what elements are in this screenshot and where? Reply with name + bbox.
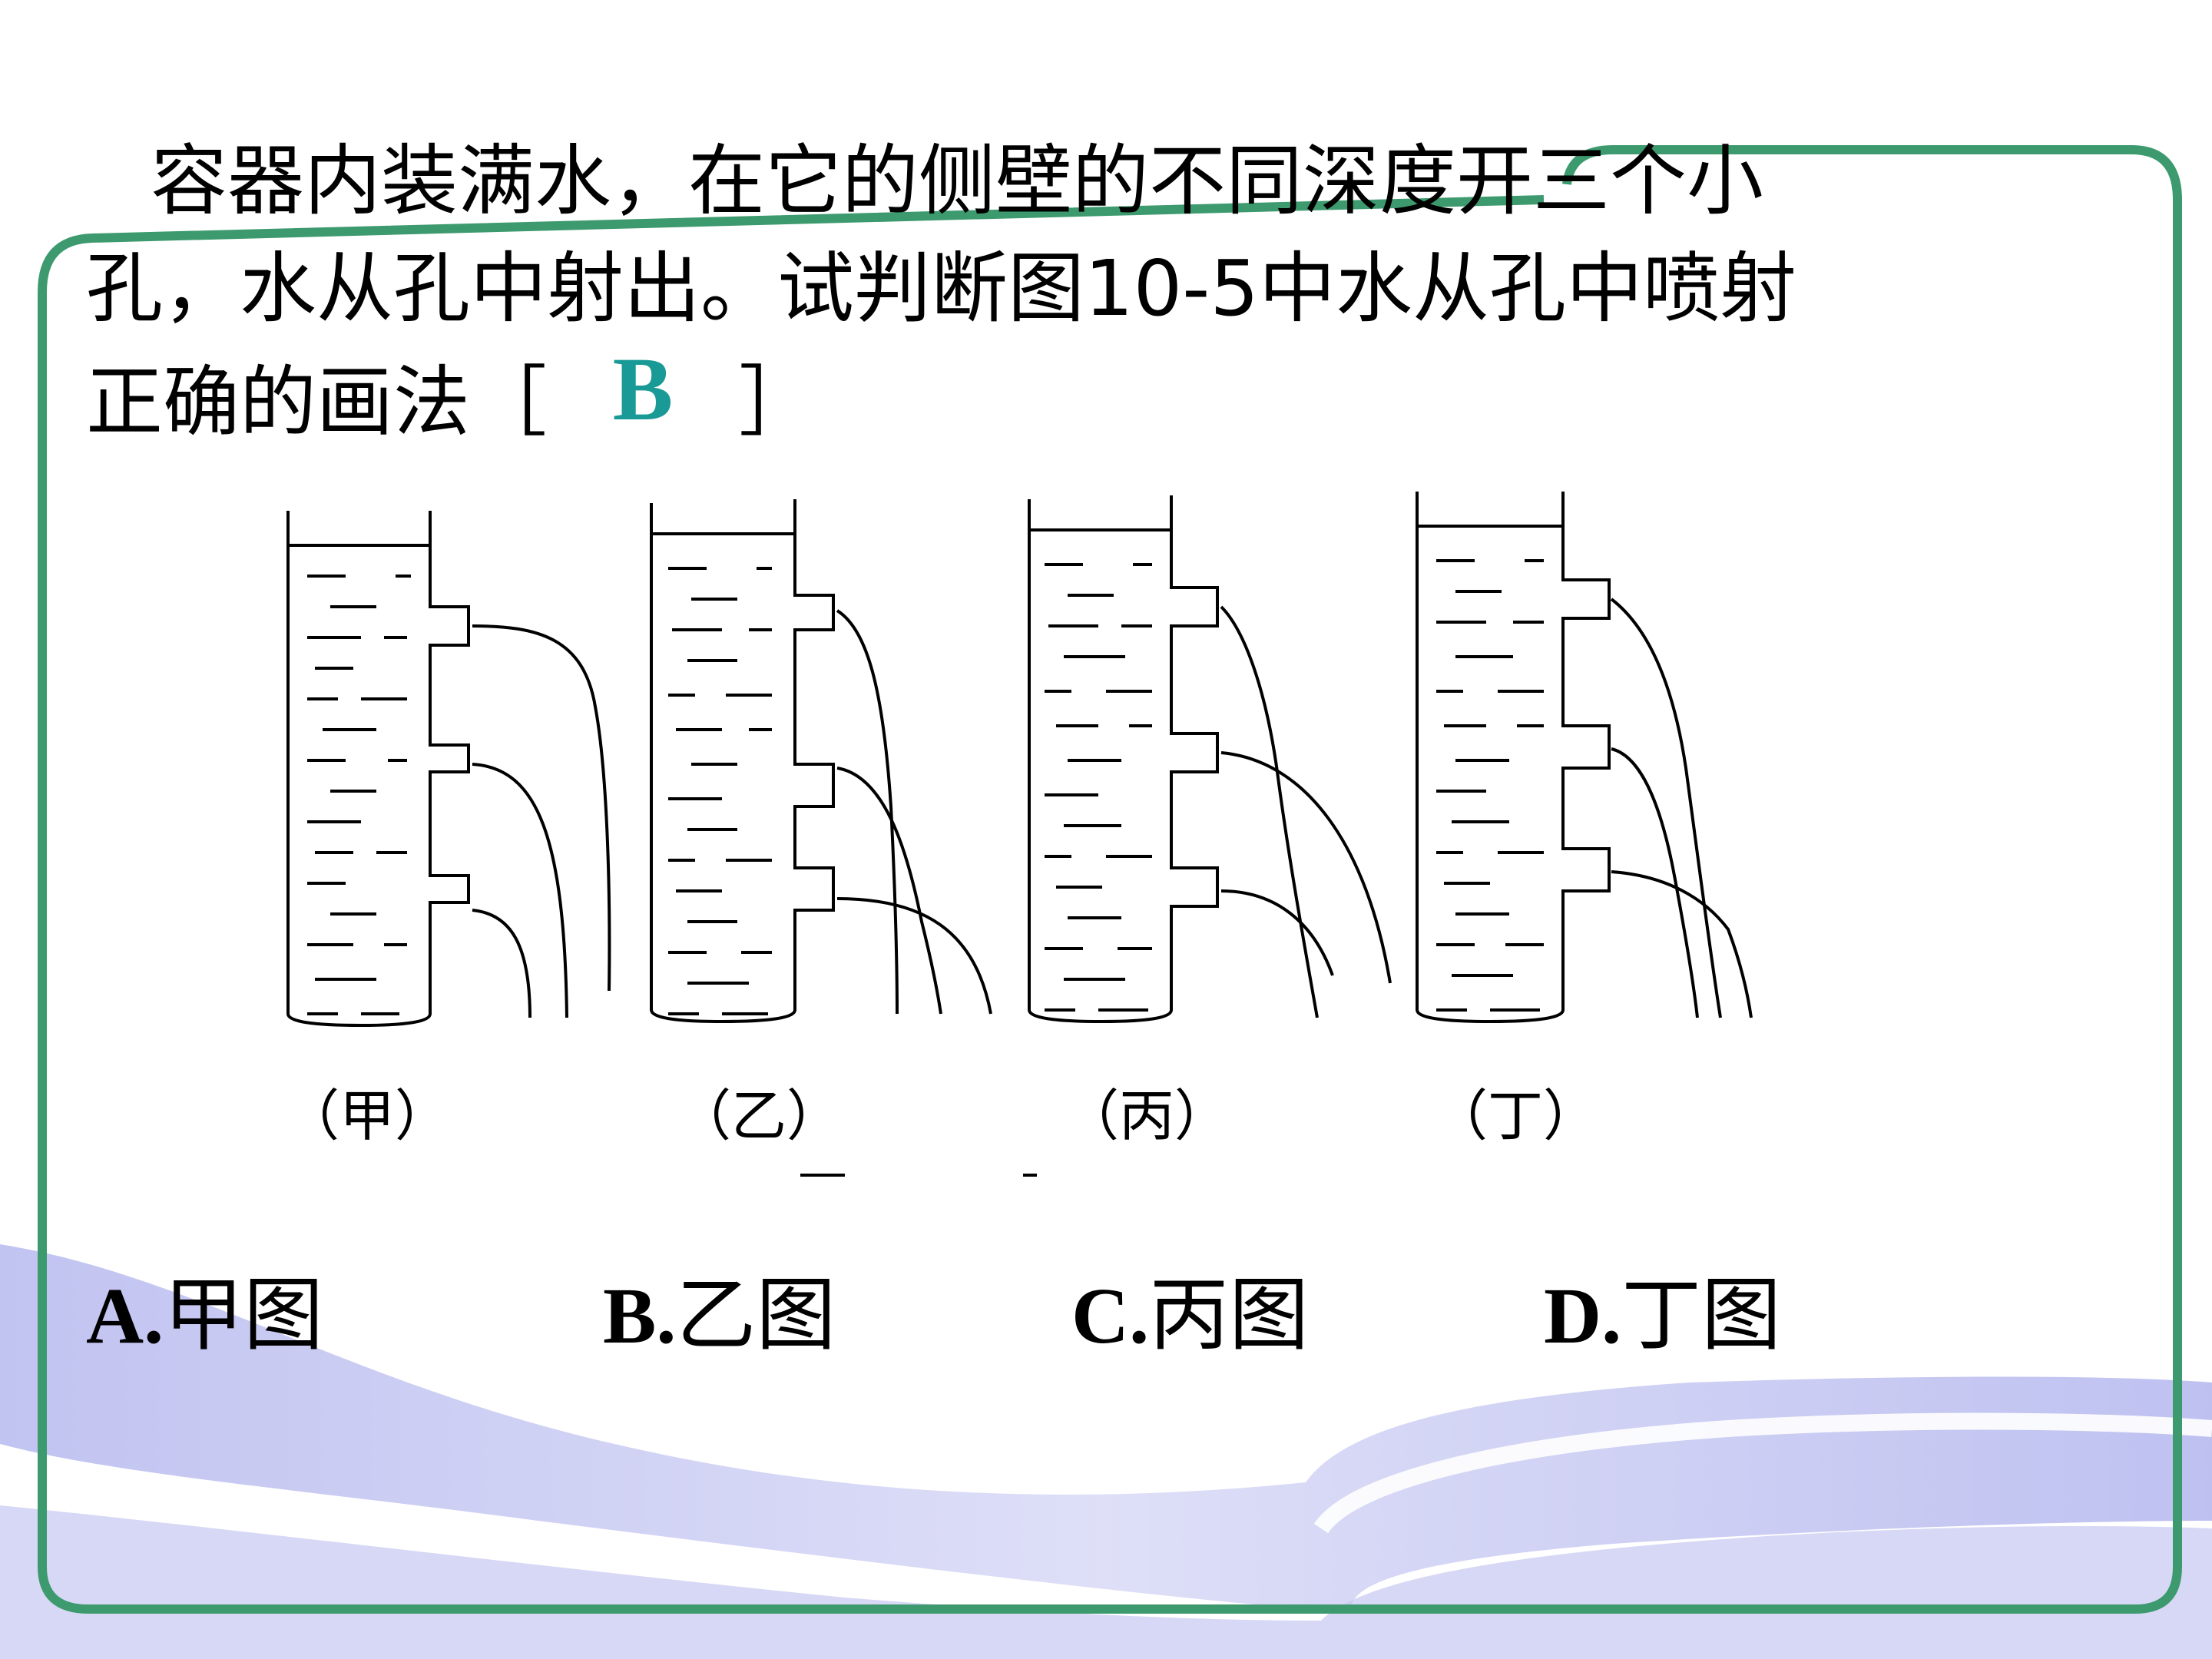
caption-ding: （丁） — [1432, 1084, 1599, 1148]
jet-jia-top — [472, 624, 611, 992]
container-ding-wall — [1416, 492, 1611, 1024]
answer-bracket-open: ［ — [470, 357, 547, 447]
question-line-2: 孔，水从孔中射出。试判断图10-5中水从孔中喷射 — [86, 243, 1796, 333]
jet-bing-top — [1220, 605, 1319, 1018]
option-b-letter: B. — [603, 1272, 677, 1360]
jet-ding-middle — [1611, 747, 1699, 1018]
option-c-letter: C. — [1071, 1272, 1150, 1360]
water-dashes-jia — [307, 575, 411, 1015]
jet-yi-top — [836, 609, 899, 1015]
jet-bing-middle — [1220, 751, 1392, 984]
water-dashes-yi — [668, 567, 772, 1015]
option-a-letter: A. — [86, 1272, 164, 1360]
wave-decoration-lower — [0, 1505, 2212, 1659]
answer-bracket-close: ］ — [739, 357, 816, 447]
jet-bing-bottom — [1220, 889, 1334, 976]
water-dashes-ding — [1436, 559, 1544, 1012]
question-line-1: 容器内装满水，在它的侧壁的不同深度开三个小 — [151, 136, 1763, 226]
jet-yi-bottom — [836, 897, 992, 1015]
caption-bing: （丙） — [1064, 1084, 1230, 1148]
jet-ding-bottom — [1611, 870, 1753, 1018]
water-dashes-bing — [1045, 563, 1152, 1012]
option-d[interactable]: D.丁图 — [1544, 1275, 1781, 1356]
container-jia — [286, 511, 611, 1028]
answer-letter: B — [612, 339, 674, 439]
jet-ding-top — [1610, 598, 1722, 1018]
option-c-text: 丙图 — [1149, 1268, 1310, 1362]
jet-yi-middle — [836, 767, 942, 1015]
option-d-text: 丁图 — [1621, 1268, 1782, 1362]
wave-decoration-upper — [0, 1244, 2212, 1613]
jet-jia-middle — [472, 763, 568, 1018]
container-bing-wall — [1028, 495, 1219, 1024]
wave-highlight — [1313, 1412, 2212, 1534]
option-b-text: 乙图 — [676, 1268, 836, 1362]
question-line-3: 正确的画法［B］ — [86, 344, 816, 447]
option-a-text: 甲图 — [164, 1268, 324, 1362]
option-d-letter: D. — [1544, 1272, 1622, 1360]
container-jia-wall — [286, 511, 470, 1028]
caption-yi: （乙） — [676, 1084, 843, 1148]
container-bing — [1028, 495, 1392, 1024]
option-a[interactable]: A.甲图 — [86, 1275, 323, 1356]
slide-frame — [38, 145, 2182, 1614]
option-c[interactable]: C.丙图 — [1071, 1275, 1309, 1356]
container-yi — [650, 499, 992, 1024]
question-line-3-text: 正确的画法 — [86, 357, 470, 447]
caption-jia: （甲） — [284, 1084, 451, 1148]
container-ding — [1416, 492, 1753, 1024]
jet-jia-bottom — [472, 909, 531, 1018]
option-b[interactable]: B.乙图 — [603, 1275, 836, 1356]
container-yi-wall — [650, 499, 835, 1024]
